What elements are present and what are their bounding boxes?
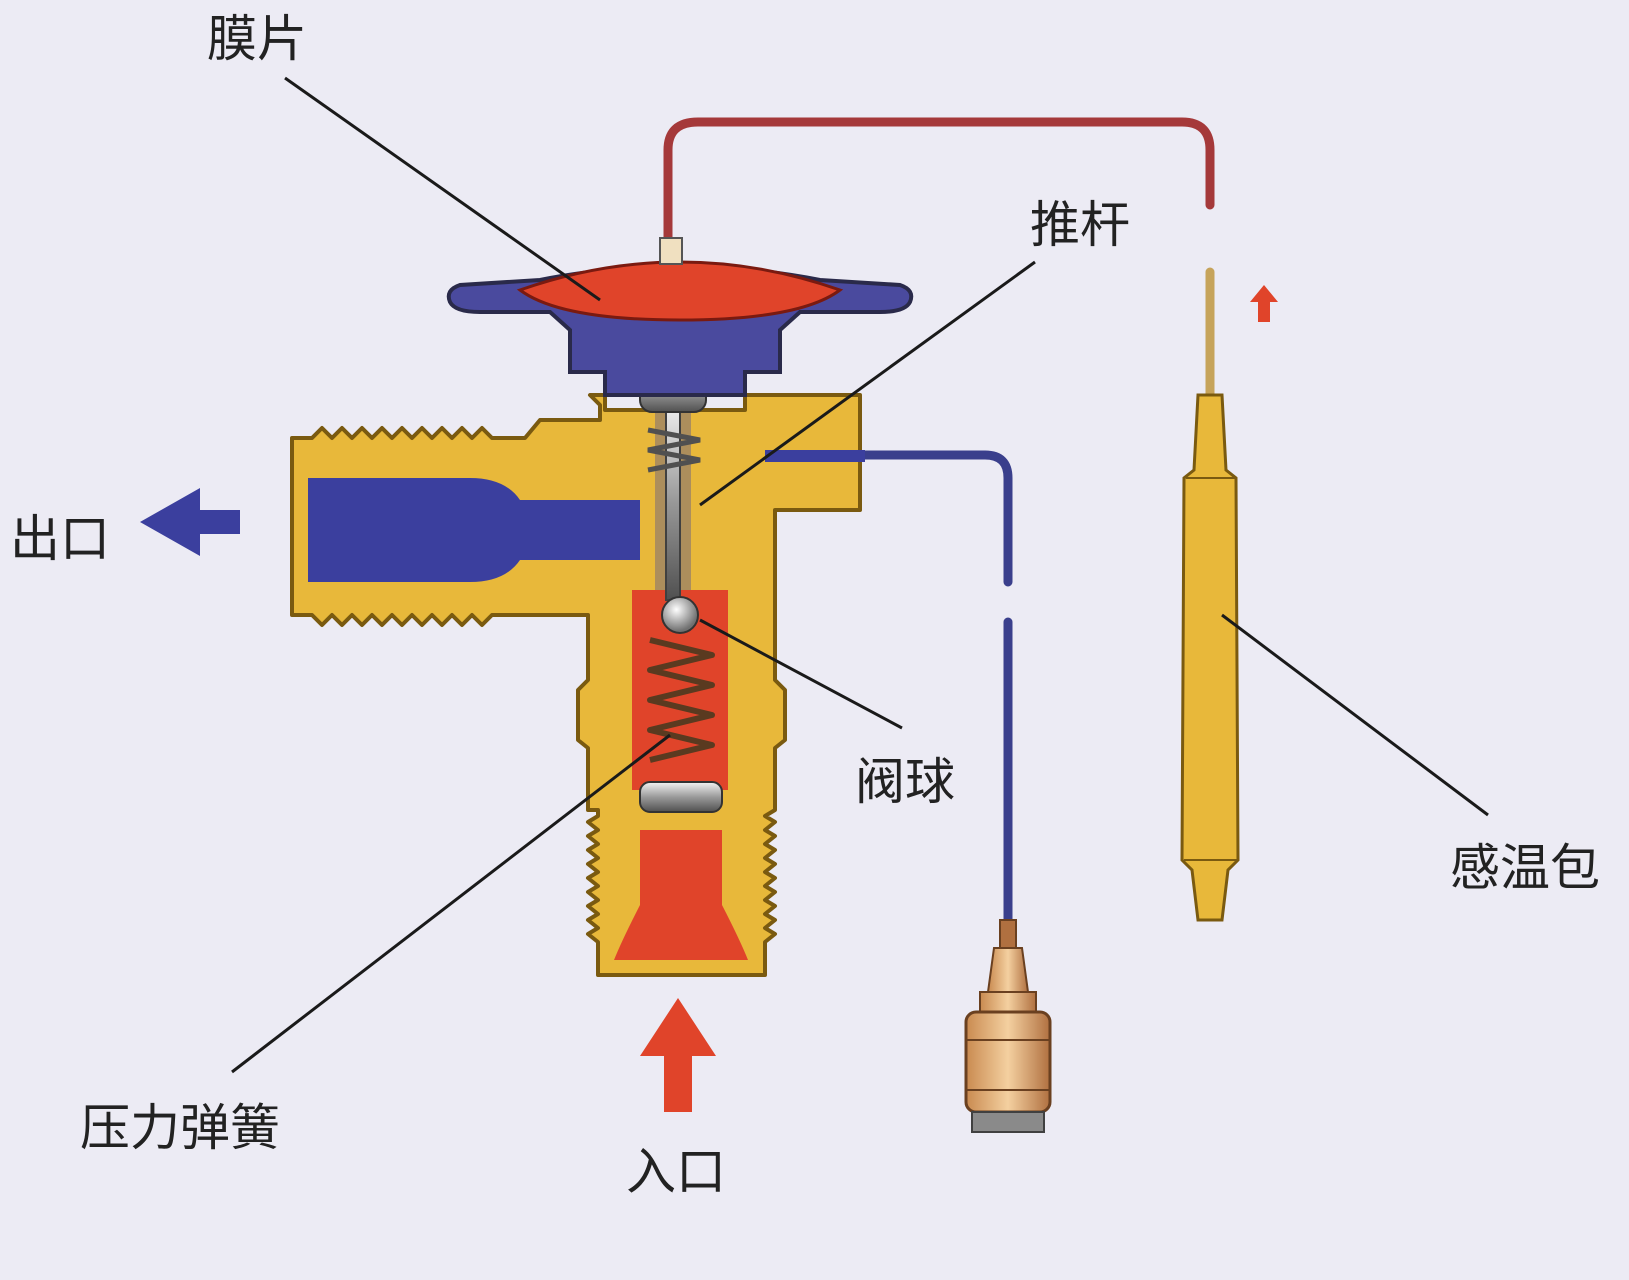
push-rod-label: 推杆 [1030, 196, 1130, 254]
pressure-spring-label: 压力弹簧 [80, 1099, 280, 1157]
pressure-spring-shape [647, 637, 715, 763]
diaphragm-label: 膜片 [207, 10, 307, 68]
valve-ball-label: 阀球 [855, 753, 955, 811]
pressure-spring-leader-line [231, 733, 671, 1074]
upper-spring [647, 427, 701, 473]
valve-ball-shape [661, 596, 699, 634]
diaphragm-housing [446, 237, 914, 397]
outlet-label: 出口 [10, 510, 110, 568]
sensing-bulb-shape [1180, 393, 1240, 922]
inlet-label: 入口 [626, 1143, 726, 1201]
equalizer-tube [855, 450, 1013, 587]
valve-ball-leader-line [699, 618, 903, 730]
diaphragm-shape [516, 260, 844, 322]
equalizer-nut [964, 919, 1052, 1133]
sensing-bulb-label: 感温包 [1450, 839, 1600, 897]
bulb-arrow-icon [1250, 285, 1278, 322]
lower-piston [639, 781, 723, 813]
push-rod-leader-line [699, 260, 1036, 507]
valve-body [290, 370, 865, 977]
capillary-tube [663, 117, 1215, 243]
inlet-arrow-icon [640, 998, 716, 1112]
push-rod-shape [665, 399, 681, 601]
outlet-arrow-icon [140, 488, 240, 556]
sensing-bulb-leader-line [1221, 613, 1489, 817]
diaphragm-leader-line [284, 76, 601, 302]
